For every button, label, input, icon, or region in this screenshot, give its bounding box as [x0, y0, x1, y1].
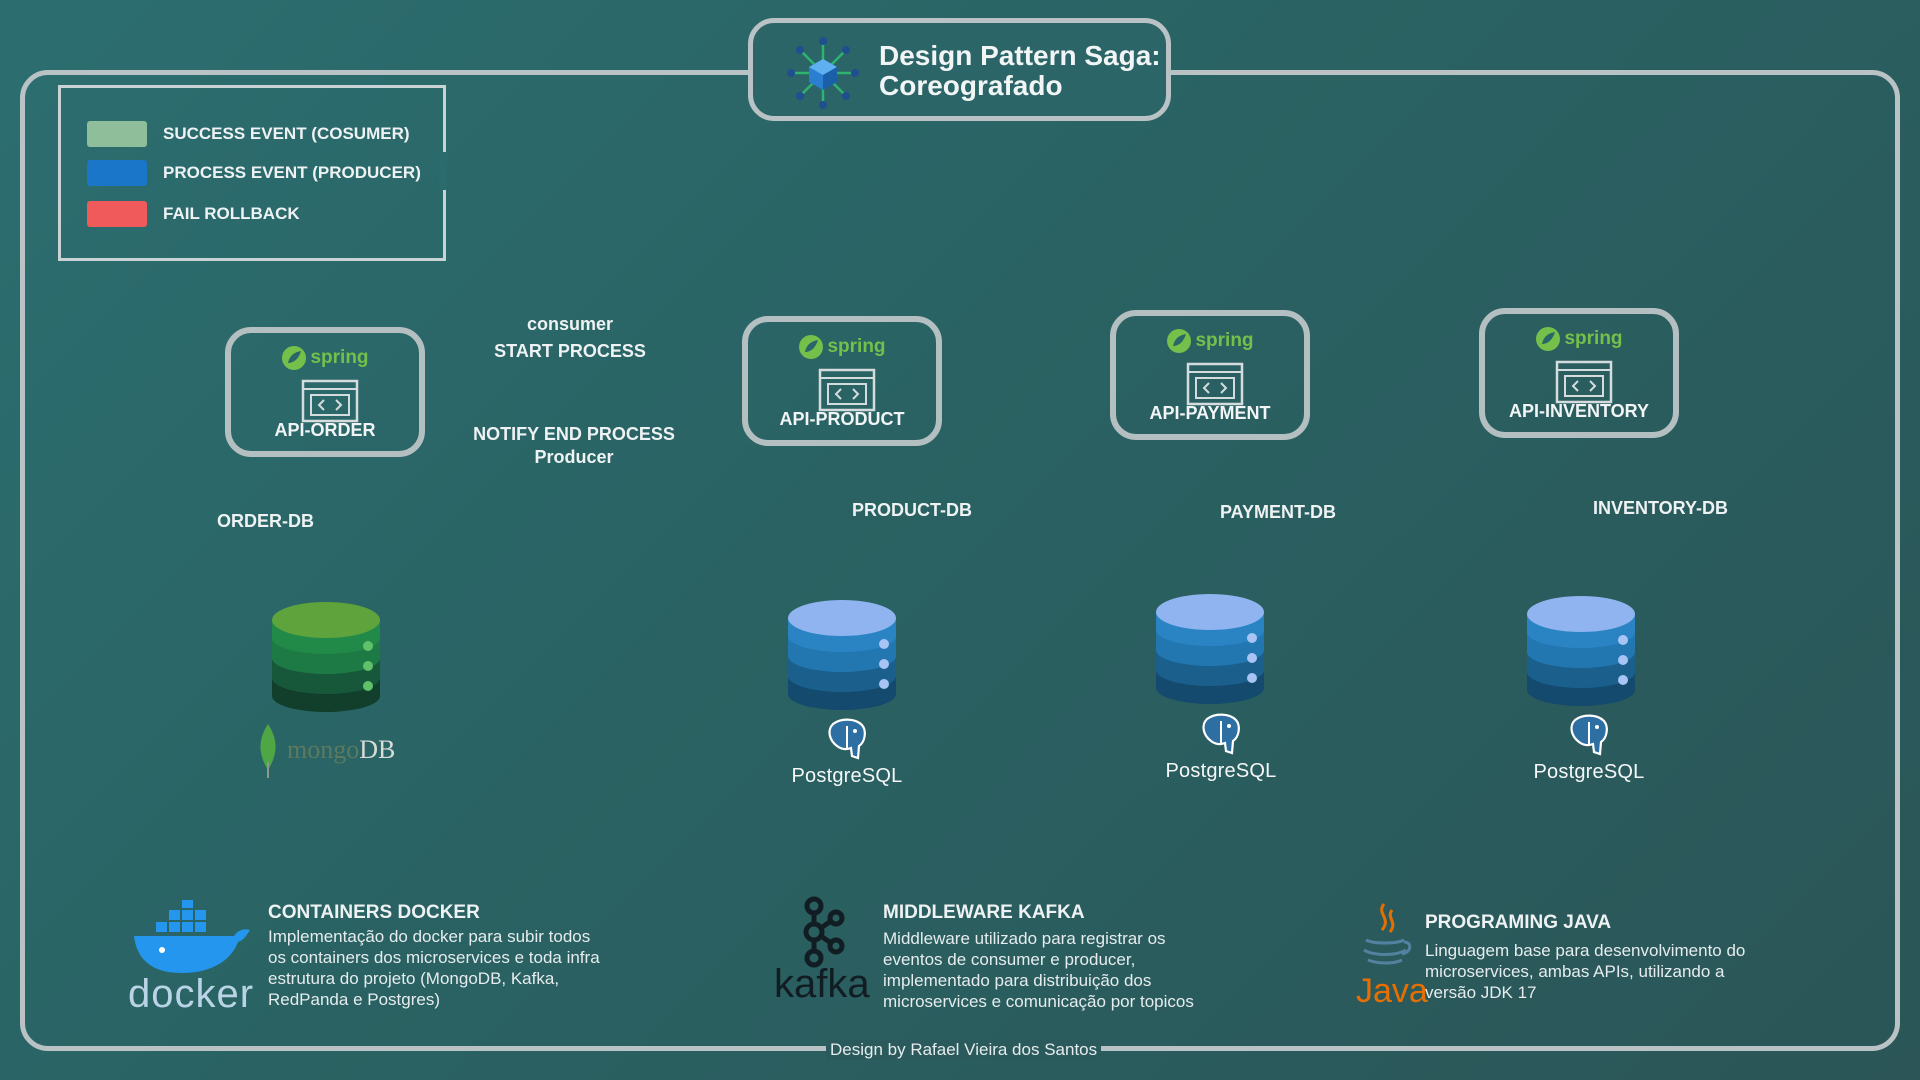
inventory-db-label: INVENTORY-DB	[1593, 498, 1729, 518]
kafka-description: Middleware utilizado para registrar os e…	[883, 928, 1194, 1012]
docker-description: Implementação do docker para subir todos…	[268, 926, 600, 1010]
code-window-icon	[818, 368, 876, 412]
legend-swatch-success	[87, 121, 147, 147]
java-desc-line: versão JDK 17	[1425, 983, 1537, 1002]
mongodb-text-part2: DB	[359, 735, 396, 764]
legend-label: FAIL ROLLBACK	[163, 204, 300, 223]
api-label: API-PRODUCT	[779, 409, 905, 429]
java-logo-text: Java	[1356, 972, 1428, 1010]
order-db-label: ORDER-DB	[217, 511, 314, 531]
legend-swatch-fail	[87, 201, 147, 227]
postgresql-logo: PostgreSQL	[782, 718, 912, 788]
kafka-desc-line: Middleware utilizado para registrar os	[883, 929, 1166, 948]
mongodb-logo: mongoDB	[255, 722, 395, 778]
code-window-icon	[1186, 362, 1244, 406]
java-desc-line: microservices, ambas APIs, utilizando a	[1425, 962, 1725, 981]
spring-text: spring	[1564, 328, 1623, 349]
design-credit: Design by Rafael Vieira dos Santos	[826, 1040, 1102, 1060]
docker-whale-icon	[134, 900, 250, 973]
postgres-database-icon	[1156, 594, 1264, 704]
docker-desc-line: os containers dos microservices e toda i…	[268, 948, 600, 967]
legend-border-gap	[439, 152, 447, 190]
payment-db-label: PAYMENT-DB	[1220, 502, 1337, 522]
postgresql-elephant-icon	[828, 718, 866, 760]
spring-leaf-icon	[1536, 327, 1561, 351]
flow-consumer: consumer	[526, 314, 614, 334]
spring-text: spring	[310, 347, 369, 368]
flow-producer: Producer	[534, 447, 614, 467]
docker-title: CONTAINERS DOCKER	[268, 902, 480, 923]
api-order-box: spring API-ORDER	[225, 327, 425, 457]
kafka-desc-line: microservices e comunicação por topicos	[883, 992, 1194, 1011]
legend-label: PROCESS EVENT (PRODUCER)	[163, 163, 421, 182]
postgres-database-icon	[788, 600, 896, 710]
mongodb-text: mongoDB	[287, 735, 395, 765]
code-window-icon	[1555, 360, 1613, 404]
api-inventory-box: spring API-INVENTORY	[1479, 308, 1679, 438]
kafka-logo-text: kafka	[774, 962, 870, 1006]
postgresql-logo: PostgreSQL	[1156, 713, 1286, 783]
page-title: Design Pattern Saga: Coreografado	[879, 41, 1161, 101]
mongodb-leaf-icon	[260, 724, 276, 778]
spring-logo: spring	[1485, 326, 1673, 352]
postgres-database-icon	[1527, 596, 1635, 706]
java-cup-icon	[1363, 903, 1412, 965]
docker-logo-text: docker	[128, 972, 255, 1016]
spring-text: spring	[1195, 330, 1254, 351]
legend: SUCCESS EVENT (COSUMER) PROCESS EVENT (P…	[58, 85, 447, 261]
spring-leaf-icon	[799, 335, 824, 359]
legend-swatch-process	[87, 160, 147, 186]
spring-logo: spring	[1116, 328, 1304, 354]
api-label: API-ORDER	[274, 420, 376, 440]
docker-desc-line: RedPanda e Postgres)	[268, 990, 440, 1009]
flow-producer-label: NOTIFY END PROCESS Producer	[462, 424, 686, 468]
docker-desc-line: Implementação do docker para subir todos	[268, 927, 591, 946]
api-product-box: spring API-PRODUCT	[742, 316, 942, 446]
kafka-desc-line: implementado para distribuição dos	[883, 971, 1152, 990]
kafka-desc-line: eventos de consumer e producer,	[883, 950, 1136, 969]
postgresql-text: PostgreSQL	[1165, 760, 1277, 782]
postgresql-text: PostgreSQL	[791, 765, 903, 787]
spring-logo: spring	[748, 334, 936, 360]
java-desc-line: Linguagem base para desenvolvimento do	[1425, 941, 1746, 960]
postgresql-logo: PostgreSQL	[1524, 714, 1654, 784]
mongodb-database-icon	[272, 602, 380, 712]
spring-text: spring	[827, 336, 886, 357]
kafka-icon	[803, 896, 845, 968]
title-box: Design Pattern Saga: Coreografado	[748, 18, 1171, 121]
api-payment-box: spring API-PAYMENT	[1110, 310, 1310, 440]
product-db-label: PRODUCT-DB	[852, 500, 972, 520]
legend-label: SUCCESS EVENT (COSUMER)	[163, 124, 410, 143]
legend-item-fail: FAIL ROLLBACK	[87, 201, 300, 227]
legend-item-process: PROCESS EVENT (PRODUCER)	[87, 160, 421, 186]
postgresql-text: PostgreSQL	[1533, 761, 1645, 783]
spring-leaf-icon	[282, 346, 307, 370]
postgresql-elephant-icon	[1202, 713, 1240, 755]
flow-notify-end: NOTIFY END PROCESS	[473, 424, 675, 444]
api-label: API-INVENTORY	[1508, 401, 1650, 421]
code-window-icon	[301, 379, 359, 423]
kafka-title: MIDDLEWARE KAFKA	[883, 902, 1085, 923]
flow-start-process: START PROCESS	[494, 341, 646, 361]
network-cube-icon	[787, 37, 859, 109]
title-line-2: Coreografado	[879, 70, 1063, 101]
docker-desc-line: estrutura do projeto (MongoDB, Kafka,	[268, 969, 560, 988]
spring-leaf-icon	[1167, 329, 1192, 353]
mongodb-text-part1: mongo	[287, 735, 360, 764]
api-label: API-PAYMENT	[1149, 403, 1271, 423]
spring-logo: spring	[231, 345, 419, 371]
flow-consumer-label: consumer START PROCESS	[470, 314, 670, 362]
java-description: Linguagem base para desenvolvimento do m…	[1425, 940, 1745, 1003]
legend-item-success: SUCCESS EVENT (COSUMER)	[87, 121, 410, 147]
java-title: PROGRAMING JAVA	[1425, 912, 1612, 933]
title-line-1: Design Pattern Saga:	[879, 40, 1161, 71]
postgresql-elephant-icon	[1570, 714, 1608, 756]
